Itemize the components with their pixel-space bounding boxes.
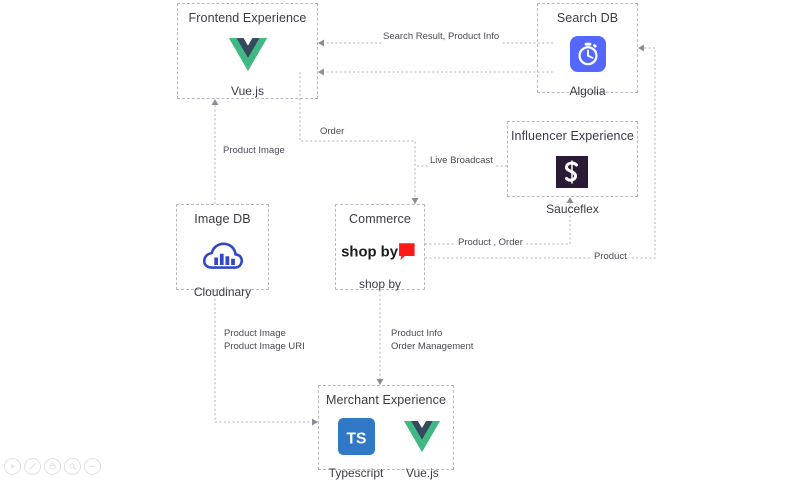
edge-label-product-info-1: Product Info [389,327,445,340]
tech-name: Cloudinary [193,285,252,299]
node-title: Commerce [349,212,411,226]
edge-label-order-management: Order Management [389,340,476,353]
minus-icon[interactable] [84,458,101,475]
tech-list: TS Typescript Vue.js [329,415,444,480]
play-icon[interactable] [4,458,21,475]
typescript-logo: TS [335,415,377,457]
node-title: Frontend Experience [188,11,307,25]
tech-shopby: shop by shop by [341,234,419,291]
svg-text:TS: TS [346,430,366,447]
edge-label-product-image: Product Image [221,145,287,158]
tech-list: Cloudinary [194,234,251,299]
shopby-logo: shop by [341,234,419,268]
vuejs-logo [227,33,269,75]
edge-merchant-to-imagedb [214,290,318,426]
node-title: Influencer Experience [510,129,634,143]
tech-sauceflex: Sauceflex [546,151,599,216]
edge-label-product-image-uri-2: Product Image URI [222,340,307,353]
tech-typescript: TS Typescript [328,415,384,480]
algolia-logo [567,33,609,75]
tech-vuejs: Vue.js [401,415,443,480]
tech-name: shop by [358,277,402,291]
node-influencer-experience[interactable]: Influencer Experience Sauceflex [507,121,638,216]
vuejs-logo [401,415,443,457]
tech-list: Vue.js [227,33,269,98]
tech-list: Algolia [567,33,609,98]
pen-icon[interactable] [24,458,41,475]
node-title: Search DB [556,11,619,25]
node-frontend-experience[interactable]: Frontend Experience Vue.js [177,3,318,99]
tech-name: Vue.js [231,84,264,98]
node-title: Merchant Experience [325,393,446,407]
node-image-db[interactable]: Image DB Cloudinary [176,204,269,299]
tech-name: Algolia [569,84,606,98]
tech-list: shop by shop by [341,234,419,291]
cloudinary-logo [202,234,244,276]
node-merchant-experience[interactable]: Merchant Experience TS Typescript [318,385,454,480]
node-commerce[interactable]: Commerce shop by shop by [335,204,425,291]
tech-name: Typescript [328,466,384,480]
edge-label-live-broadcast: Live Broadcast [428,155,495,168]
tech-name: Vue.js [405,466,439,480]
edge-label-product-image-uri-1: Product Image [222,327,288,340]
tech-cloudinary: Cloudinary [194,234,251,299]
edge-label-product-order: Product , Order [456,237,525,250]
node-title: Image DB [194,212,251,226]
print-icon[interactable] [44,458,61,475]
tech-name: Sauceflex [546,202,599,216]
edge-label-order: Order [318,126,347,139]
node-search-db[interactable]: Search DB Algolia [537,3,638,98]
tech-algolia: Algolia [567,33,609,98]
sauceflex-logo [551,151,593,193]
svg-text:shop by: shop by [341,245,399,261]
bottom-toolbar[interactable] [4,458,101,475]
edge-label-product: Product [592,251,629,264]
magnifier-icon[interactable] [64,458,81,475]
tech-vuejs: Vue.js [227,33,269,98]
edge-label-search-result: Search Result, Product Info [381,31,502,44]
tech-list: Sauceflex [546,151,599,216]
